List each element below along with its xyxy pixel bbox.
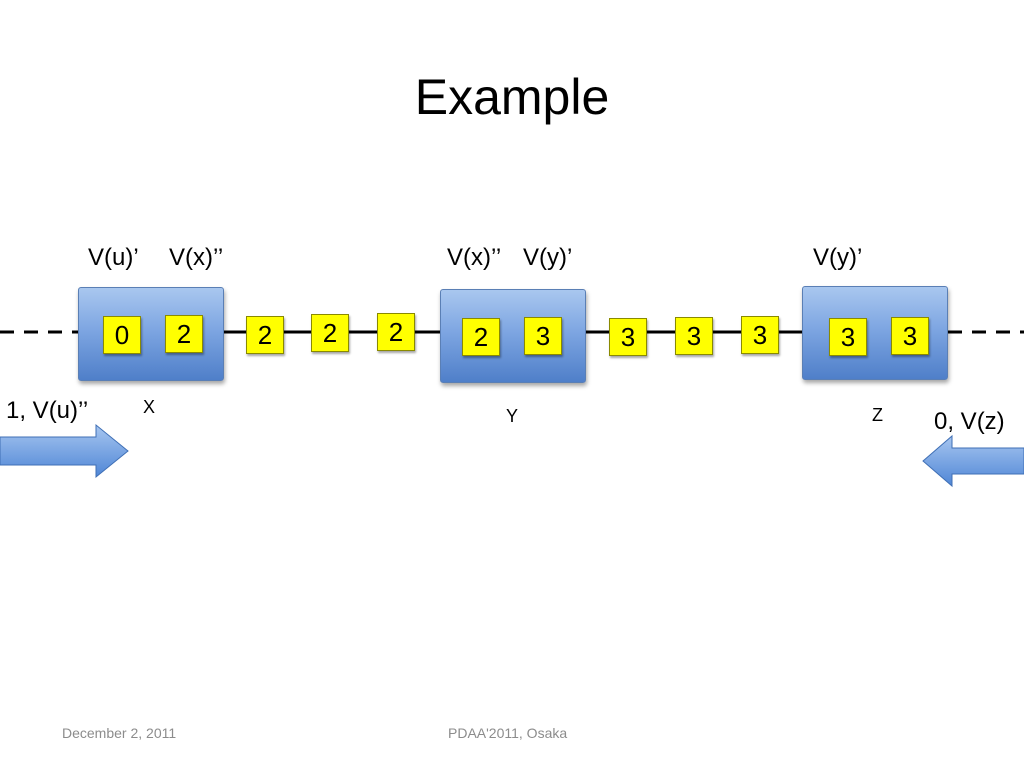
node-y-label-2: V(y)’	[523, 244, 573, 271]
footer-event: PDAA'2011, Osaka	[448, 725, 568, 741]
node-z-message-1: 3	[829, 318, 867, 356]
arrow-right-icon	[0, 423, 129, 479]
node-y-message-1: 2	[462, 318, 500, 356]
node-x-label-1: V(u)’	[88, 244, 139, 271]
node-y-message-2: 3	[524, 317, 562, 355]
slide-title: Example	[414, 69, 610, 125]
right-input-label: 0, V(z)	[934, 408, 1005, 435]
node-x-name: X	[143, 397, 156, 417]
arrow-left-icon	[922, 434, 1024, 488]
node-y-name: Y	[506, 406, 519, 426]
node-x-label-2: V(x)’’	[169, 244, 224, 271]
link-xy-message-2: 2	[311, 314, 349, 352]
node-x-message-1: 0	[103, 316, 141, 354]
link-yz-message-3: 3	[741, 316, 779, 354]
footer-date: December 2, 2011	[62, 725, 177, 741]
link-xy-message-1: 2	[246, 316, 284, 354]
link-xy-message-3: 2	[377, 313, 415, 351]
link-yz-message-1: 3	[609, 318, 647, 356]
node-x-message-2: 2	[165, 315, 203, 353]
node-y-label-1: V(x)’’	[447, 244, 502, 271]
node-z-name: Z	[872, 405, 883, 425]
left-input-label: 1, V(u)’’	[6, 397, 89, 424]
node-z-message-2: 3	[891, 317, 929, 355]
link-yz-message-2: 3	[675, 317, 713, 355]
node-z-label-1: V(y)’	[813, 244, 863, 271]
